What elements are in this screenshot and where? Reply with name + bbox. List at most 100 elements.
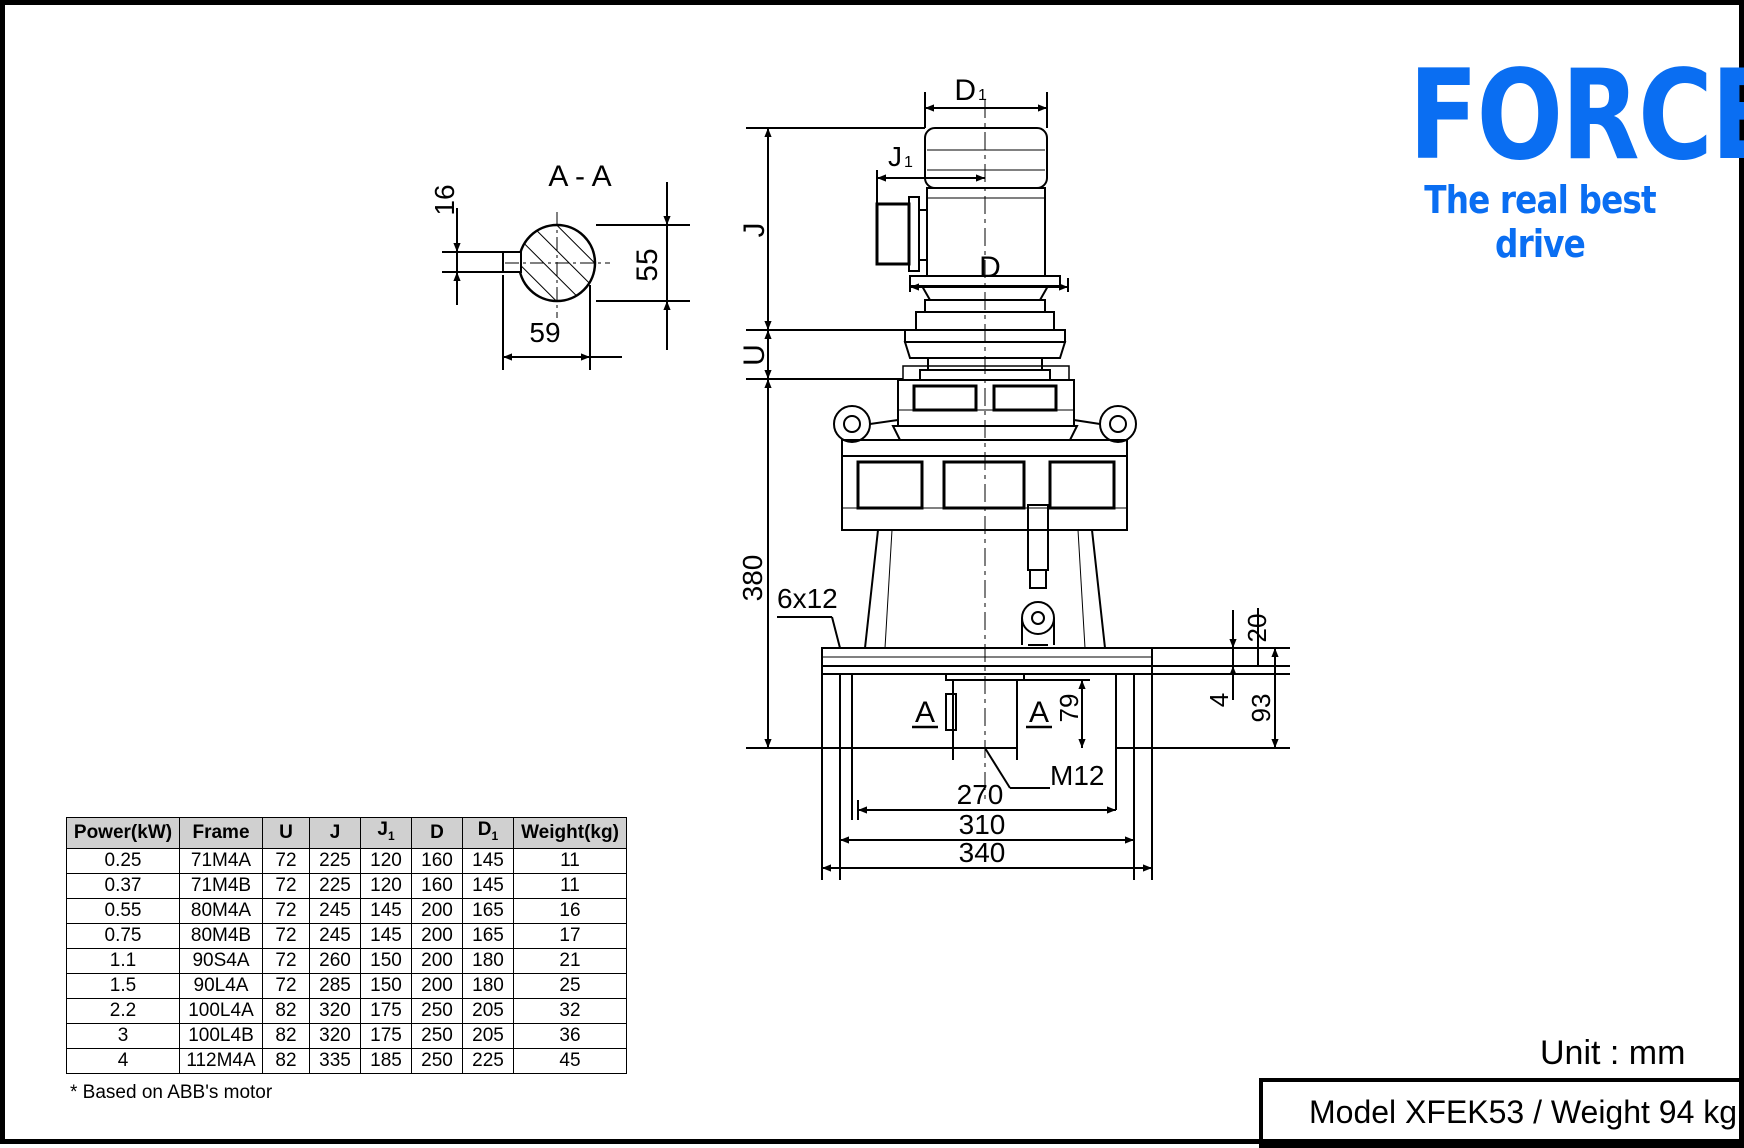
dim-340-label: 340 (959, 837, 1006, 868)
table-cell: 175 (360, 997, 412, 1024)
table-cell: 11 (513, 872, 627, 899)
table-cell: 32 (513, 997, 627, 1024)
label-j1-sub: 1 (904, 154, 913, 171)
table-cell: 225 (462, 1047, 514, 1074)
table-cell: 2.2 (66, 997, 180, 1024)
table-cell: 285 (309, 972, 361, 999)
col-header-d: D (411, 817, 463, 849)
dim-59-label: 59 (529, 317, 560, 348)
key-slot (502, 251, 522, 273)
table-cell: 82 (262, 997, 310, 1024)
label-u: U (738, 344, 771, 366)
table-cell: 145 (360, 897, 412, 924)
spec-table: Power(kW) Frame U J J1 D D1 Weight(kg) 0… (66, 817, 627, 1074)
table-cell: 100L4B (179, 1022, 263, 1049)
col-header-j: J (309, 817, 361, 849)
table-cell: 185 (360, 1047, 412, 1074)
table-cell: 82 (262, 1022, 310, 1049)
model-label: Model XFEK53 / Weight 94 kg. (1309, 1094, 1744, 1130)
dim-270-label: 270 (957, 779, 1004, 810)
lifting-eye-right (1099, 405, 1137, 443)
table-cell: 320 (309, 1022, 361, 1049)
table-cell: 250 (411, 1047, 463, 1074)
table-header-row: Power(kW) Frame U J J1 D D1 Weight(kg) (66, 817, 627, 849)
col-header-frame: Frame (179, 817, 263, 849)
table-cell: 175 (360, 1022, 412, 1049)
dim-16-label: 16 (429, 184, 460, 215)
label-d1: D (954, 74, 976, 107)
section-a-a (442, 182, 690, 370)
col-header-weight: Weight(kg) (513, 817, 627, 849)
table-cell: 71M4A (179, 847, 263, 874)
brand-tagline: The real best drive (1424, 178, 1656, 266)
dim-380-label: 380 (737, 555, 768, 602)
table-cell: 72 (262, 947, 310, 974)
table-cell: 120 (360, 847, 412, 874)
table-cell: 0.37 (66, 872, 180, 899)
table-cell: 200 (411, 947, 463, 974)
table-cell: 25 (513, 972, 627, 999)
table-cell: 1.1 (66, 947, 180, 974)
dim-55-label: 55 (631, 248, 664, 281)
table-cell: 200 (411, 897, 463, 924)
col-header-j1: J1 (360, 817, 412, 849)
dim-93-label: 93 (1246, 694, 1276, 723)
table-cell: 145 (462, 872, 514, 899)
table-cell: 90S4A (179, 947, 263, 974)
table-cell: 100L4A (179, 997, 263, 1024)
section-title: A - A (548, 160, 611, 193)
thread-label: M12 (1050, 760, 1104, 791)
dim-79-label: 79 (1054, 694, 1084, 723)
table-cell: 45 (513, 1047, 627, 1074)
brand-title: FORCE (1408, 44, 1744, 188)
table-cell: 0.55 (66, 897, 180, 924)
table-cell: 225 (309, 872, 361, 899)
table-cell: 3 (66, 1022, 180, 1049)
table-cell: 205 (462, 1022, 514, 1049)
dim-20-label: 20 (1242, 614, 1272, 643)
gear-housing (841, 455, 1128, 531)
table-cell: 72 (262, 972, 310, 999)
table-cell: 200 (411, 972, 463, 999)
table-cell: 112M4A (179, 1047, 263, 1074)
table-cell: 17 (513, 922, 627, 949)
label-j: J (738, 223, 771, 238)
table-cell: 225 (309, 847, 361, 874)
conical-body (864, 529, 1106, 649)
table-cell: 1.5 (66, 972, 180, 999)
table-cell: 72 (262, 847, 310, 874)
lifting-eye-left (833, 405, 871, 443)
oil-gauge (1027, 504, 1049, 571)
table-cell: 80M4B (179, 922, 263, 949)
table-cell: 16 (513, 897, 627, 924)
table-cell: 145 (360, 922, 412, 949)
table-cell: 4 (66, 1047, 180, 1074)
table-cell: 250 (411, 997, 463, 1024)
table-cell: 0.75 (66, 922, 180, 949)
model-box: Model XFEK53 / Weight 94 kg. (1259, 1078, 1744, 1148)
table-cell: 180 (462, 972, 514, 999)
table-cell: 160 (411, 872, 463, 899)
table-cell: 90L4A (179, 972, 263, 999)
label-d1-sub: 1 (978, 87, 987, 104)
gear-motor-drawing (746, 92, 1290, 880)
table-cell: 71M4B (179, 872, 263, 899)
table-cell: 0.25 (66, 847, 180, 874)
table-cell: 82 (262, 1047, 310, 1074)
table-footnote: * Based on ABB's motor (70, 1082, 273, 1103)
table-cell: 180 (462, 947, 514, 974)
table-cell: 145 (462, 847, 514, 874)
section-mark-left: A (915, 696, 935, 729)
col-header-u: U (262, 817, 310, 849)
table-cell: 72 (262, 872, 310, 899)
